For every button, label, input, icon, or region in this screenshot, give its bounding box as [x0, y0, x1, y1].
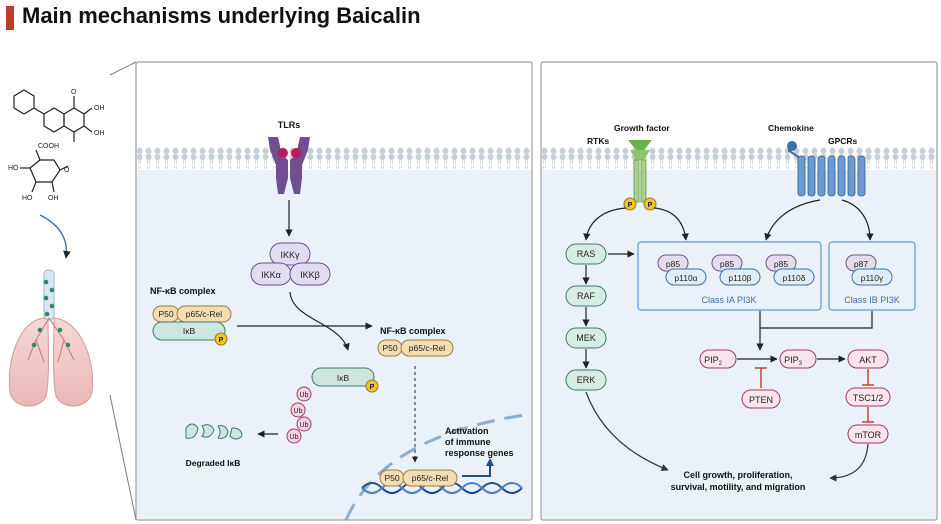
class-ib-pi3k-box [828, 241, 916, 311]
p110a-label: p110α [674, 273, 697, 283]
phospho-label-inactive: P [219, 337, 224, 344]
baicalin-molecule [13, 89, 93, 193]
outcome-line-2: survival, motility, and migration [671, 482, 806, 492]
nuclear-envelope [344, 412, 532, 521]
ikk-beta-label: IKKβ [300, 270, 320, 280]
mapk-chain-nodes [565, 243, 607, 391]
ub-label-4: Ub [290, 434, 299, 441]
gpcr-receptor [787, 141, 866, 197]
activation-line-2: of immune [445, 437, 491, 447]
p110b-label: p110β [728, 273, 751, 283]
p65-label-inactive: p65/c-Rel [186, 309, 222, 319]
mtor-label: mTOR [855, 430, 882, 440]
svg-text:O: O [71, 89, 77, 96]
nfkb-complex-label-inactive: NF-κB complex [150, 286, 216, 296]
activation-text: Activation of immune response genes [445, 426, 514, 458]
p85-label-2: p85 [720, 259, 734, 269]
title-accent-bar [6, 6, 14, 30]
ub-label-2: Ub [294, 408, 303, 415]
outcome-arrows [585, 391, 869, 482]
inhibition-marks [755, 367, 874, 423]
degraded-ikb-label: Degraded IκB [186, 458, 241, 468]
svg-text:HO: HO [22, 195, 33, 202]
activation-line-3: response genes [445, 448, 514, 458]
page-title: Main mechanisms underlying Baicalin [22, 3, 421, 28]
phosphorylation-arrow [289, 291, 350, 351]
class-ib-subunits [845, 254, 893, 286]
gpcrs-label: GPCRs [828, 136, 858, 146]
p50-label-inactive: P50 [158, 309, 173, 319]
p50-label-dna: P50 [384, 473, 399, 483]
activation-line-1: Activation [445, 426, 489, 436]
zoom-line-bottom [109, 394, 137, 521]
svg-text:HO: HO [8, 165, 19, 172]
p87-label: p87 [854, 259, 868, 269]
nfkb-active-complex [377, 339, 454, 357]
svg-text:O: O [64, 167, 70, 174]
phospho-ikb [286, 367, 379, 444]
tlrs-label: TLRs [278, 120, 301, 130]
pi3k-effector-nodes [699, 349, 891, 444]
zoom-line-top [109, 61, 137, 76]
outcome-line-1: Cell growth, proliferation, [683, 470, 792, 480]
lungs-illustration [8, 269, 94, 407]
transcription-arrowhead [486, 458, 494, 466]
rtk-receptor [623, 140, 657, 211]
p85-label-3: p85 [774, 259, 788, 269]
rtk-phospho-left: P [628, 202, 633, 209]
molecule-atoms: O OH OH O COOH HO HO OH [8, 89, 105, 202]
svg-text:OH: OH [94, 130, 105, 137]
phospho-label-ikb: P [370, 384, 375, 391]
rtks-label: RTKs [587, 136, 609, 146]
ikb-label-inactive: IκB [183, 326, 196, 336]
pip2-label: PIP2 [704, 355, 723, 367]
ub-label-1: Ub [300, 392, 309, 399]
pip3-label: PIP3 [784, 355, 803, 367]
p110d-label: p110δ [782, 273, 805, 283]
nfkb-complex-label-active: NF-κB complex [380, 326, 446, 336]
ikb-label-phospho: IκB [337, 373, 350, 383]
rtk-phospho-right: P [648, 202, 653, 209]
chemokine-label: Chemokine [768, 123, 814, 133]
ub-label-3: Ub [300, 422, 309, 429]
p50-label-active: P50 [382, 343, 397, 353]
receptor-arrows [583, 199, 874, 241]
pten-label: PTEN [749, 395, 773, 405]
tlr-receptor [268, 137, 310, 194]
mapk-arrows [582, 250, 635, 369]
ikk-alpha-label: IKKα [261, 270, 281, 280]
ras-label: RAS [577, 249, 596, 259]
class-ia-label: Class IA PI3K [701, 295, 756, 305]
svg-text:OH: OH [94, 105, 105, 112]
nfkb-inactive-complex [152, 305, 232, 346]
svg-text:OH: OH [48, 195, 59, 202]
erk-label: ERK [577, 375, 596, 385]
class-ia-pi3k-box [637, 241, 822, 311]
degraded-ikb-fragments [185, 423, 243, 440]
nfkb-dna-bound [379, 469, 458, 487]
transcription-start-arrow [462, 466, 491, 477]
p65-label-dna: p65/c-Rel [412, 473, 448, 483]
nfkb-panel [135, 61, 533, 521]
svg-text:COOH: COOH [38, 143, 59, 150]
class-ia-subunits [657, 254, 815, 286]
mek-label: MEK [576, 333, 596, 343]
akt-label: AKT [859, 355, 877, 365]
class-ib-label: Class IB PI3K [844, 295, 900, 305]
p65-label-active: p65/c-Rel [409, 343, 445, 353]
pi3k-output-arrows [756, 311, 873, 351]
growth-factor-label: Growth factor [614, 123, 670, 133]
raf-label: RAF [577, 291, 596, 301]
ikk-gamma-label: IKKγ [280, 250, 300, 260]
p85-label-1: p85 [666, 259, 680, 269]
ikk-complex [250, 242, 331, 286]
ingestion-arrow [39, 214, 71, 259]
tsc-label: TSC1/2 [853, 393, 884, 403]
p110g-label: p110γ [861, 273, 884, 283]
